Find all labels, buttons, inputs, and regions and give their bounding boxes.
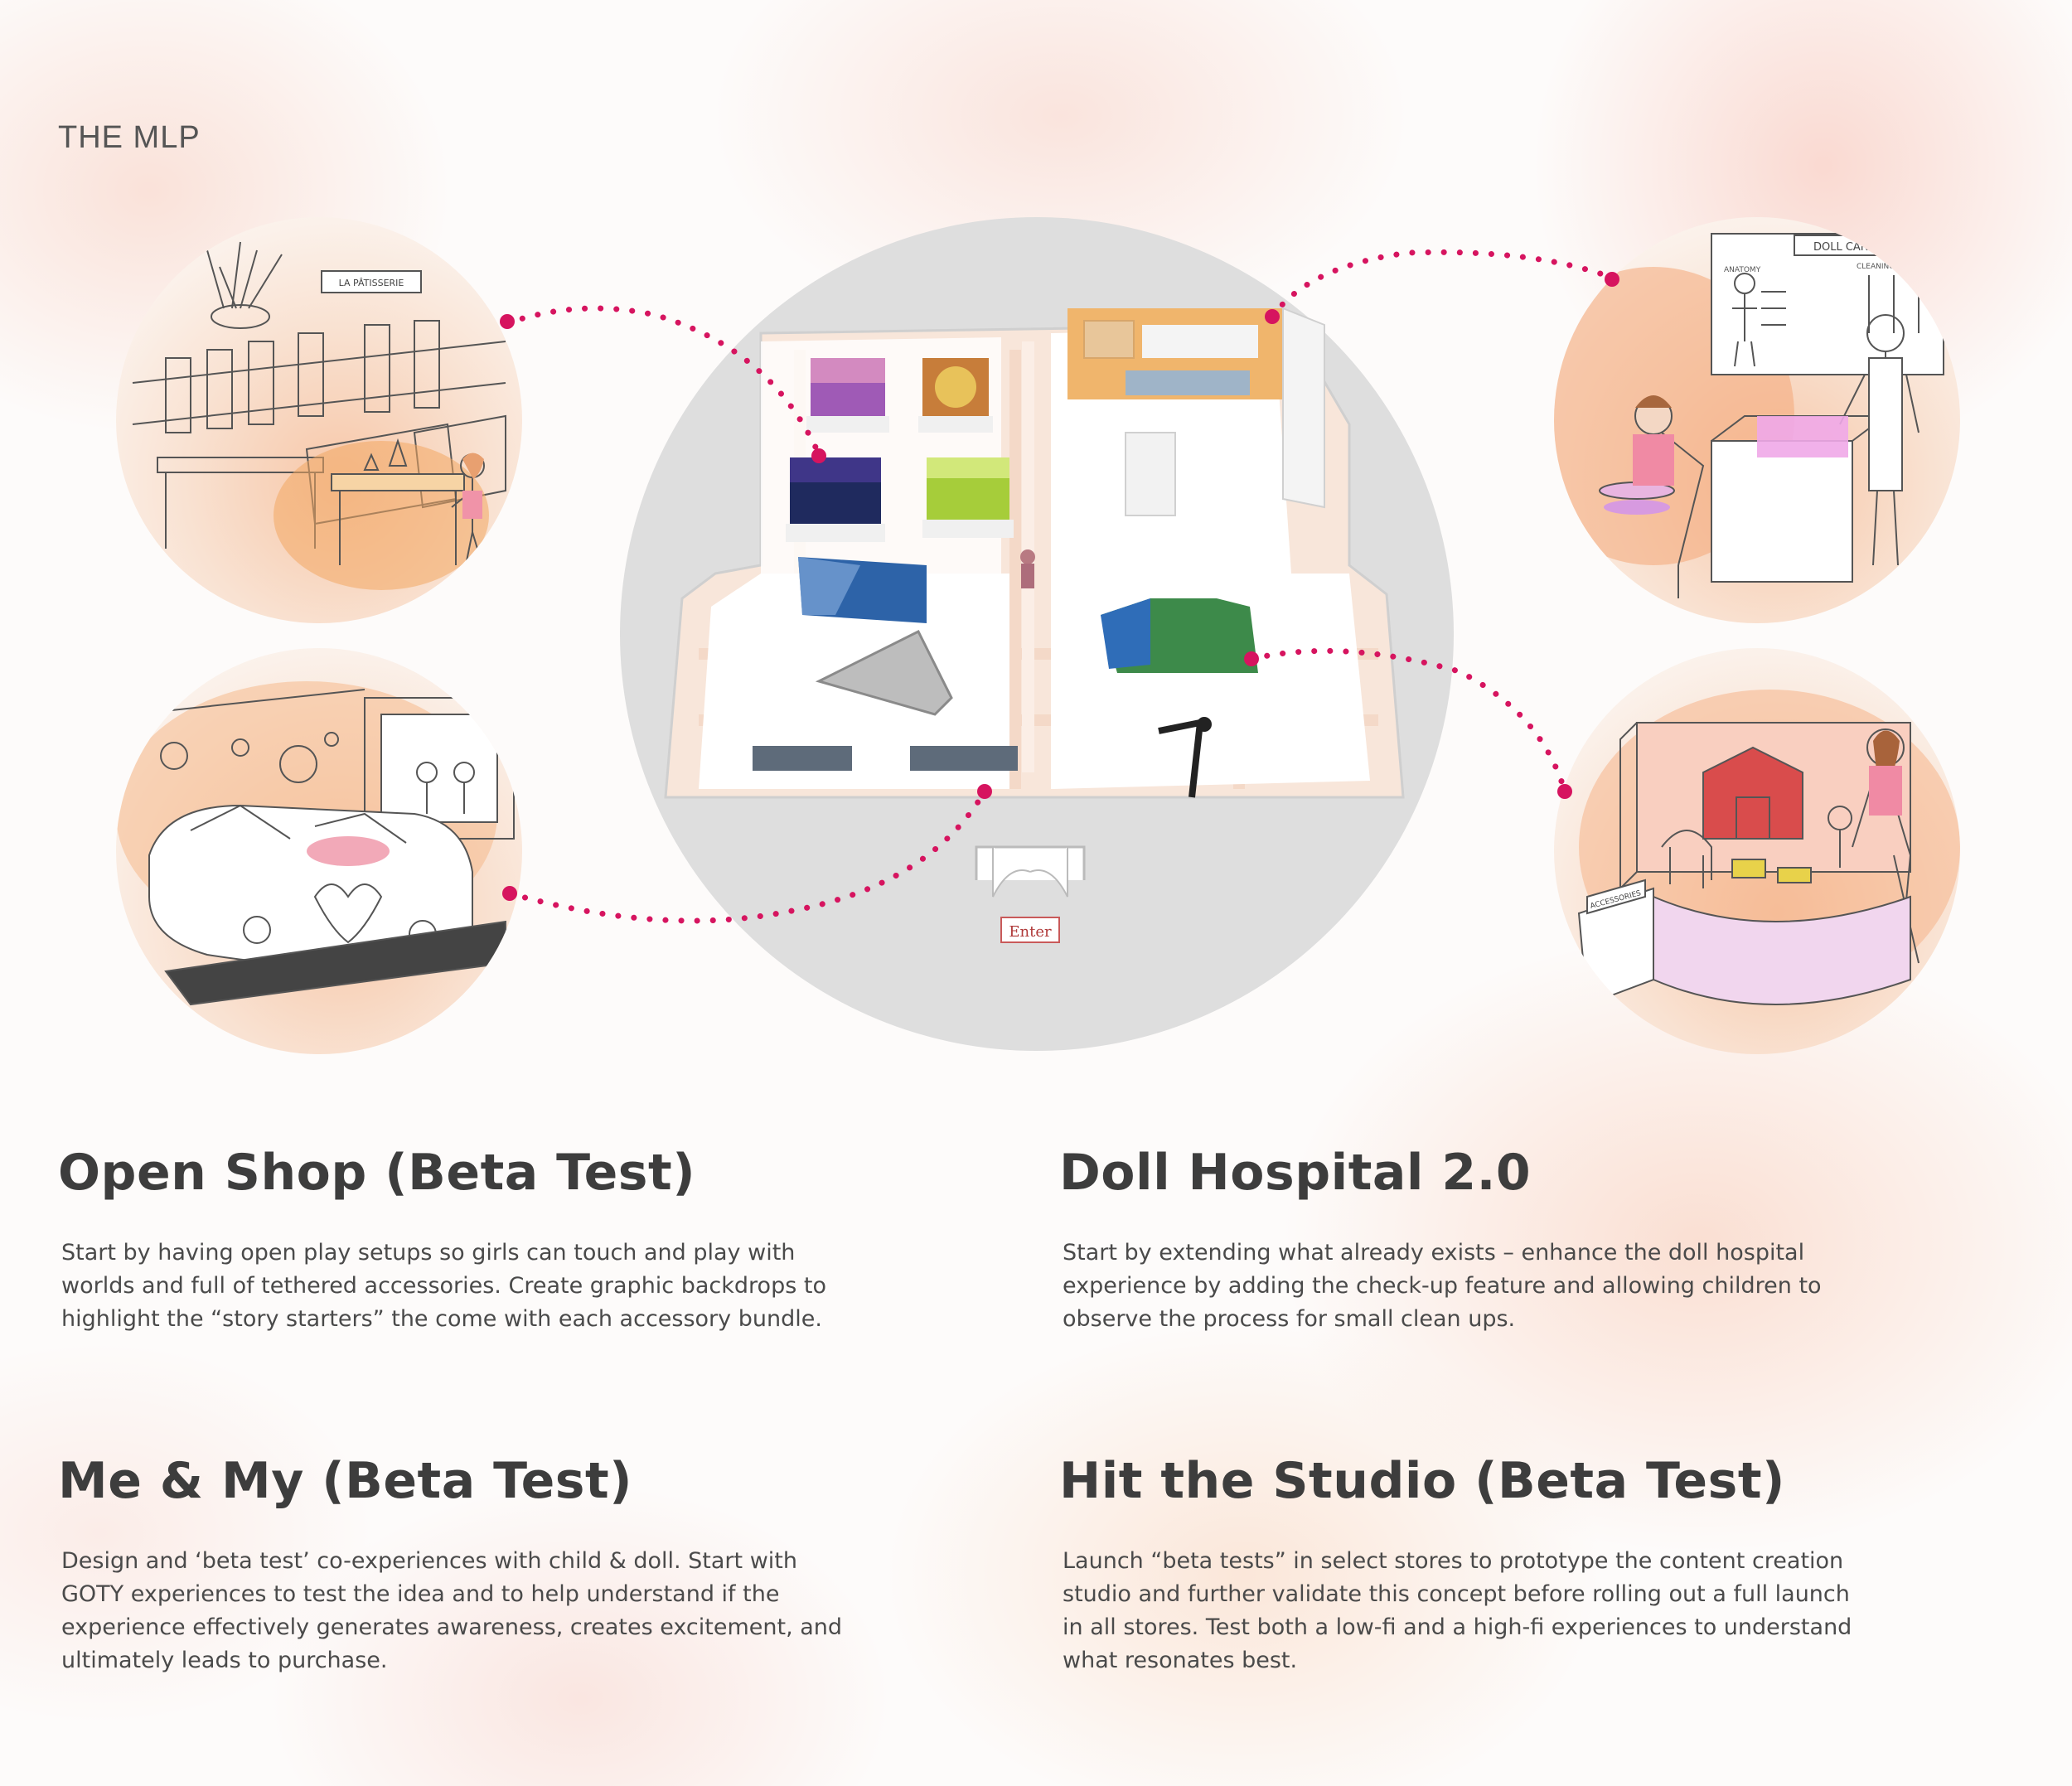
section-title: Doll Hospital 2.0 bbox=[1059, 1144, 1532, 1202]
section-body: Start by having open play setups so girl… bbox=[61, 1240, 826, 1332]
studio-illustration: ACCESSORIES bbox=[1577, 690, 1960, 1006]
section-body: Start by extending what already exists –… bbox=[1063, 1240, 1822, 1332]
section-body: Design and ‘beta test’ co-experiences wi… bbox=[61, 1548, 843, 1673]
floor-plan-render: Enter bbox=[664, 307, 1405, 943]
section-open-shop: Open Shop (Beta Test) Start by having op… bbox=[58, 1144, 854, 1336]
section-me-and-my: Me & My (Beta Test) Design and ‘beta tes… bbox=[58, 1452, 854, 1677]
doll-hospital-illustration: DOLL CARE ANATOMY CLEANING bbox=[1554, 233, 1944, 598]
section-title: Hit the Studio (Beta Test) bbox=[1059, 1452, 1785, 1510]
entrance-label: Enter bbox=[1009, 923, 1052, 941]
section-doll-hospital: Doll Hospital 2.0 Start by extending wha… bbox=[1059, 1144, 1855, 1336]
section-hit-the-studio: Hit the Studio (Beta Test) Launch “beta … bbox=[1059, 1452, 1855, 1677]
car-illustration bbox=[116, 681, 515, 1006]
doll-hospital-vignette: DOLL CARE ANATOMY CLEANING bbox=[1554, 217, 1960, 623]
doll-care-sign-text: DOLL CARE bbox=[1813, 241, 1875, 254]
cafe-sign bbox=[321, 270, 422, 293]
section-title: Open Shop (Beta Test) bbox=[58, 1144, 696, 1202]
section-title: Me & My (Beta Test) bbox=[58, 1452, 633, 1510]
me-and-my-vignette bbox=[116, 648, 522, 1054]
entrance-sign bbox=[1000, 917, 1060, 943]
cleaning-label: CLEANING bbox=[1857, 263, 1895, 271]
connector-dot bbox=[500, 314, 515, 329]
cafe-sign-text: LA PÂTISSERIE bbox=[339, 278, 404, 288]
open-shop-vignette: LA PÂTISSERIE bbox=[116, 217, 522, 623]
hit-the-studio-vignette: ACCESSORIES bbox=[1554, 648, 1960, 1054]
floor-plan: Enter bbox=[620, 217, 1454, 1051]
section-body: Launch “beta tests” in select stores to … bbox=[1063, 1548, 1852, 1673]
cafe-illustration: LA PÂTISSERIE bbox=[132, 241, 506, 590]
page-label: THE MLP bbox=[58, 120, 201, 155]
anatomy-label: ANATOMY bbox=[1724, 266, 1761, 274]
